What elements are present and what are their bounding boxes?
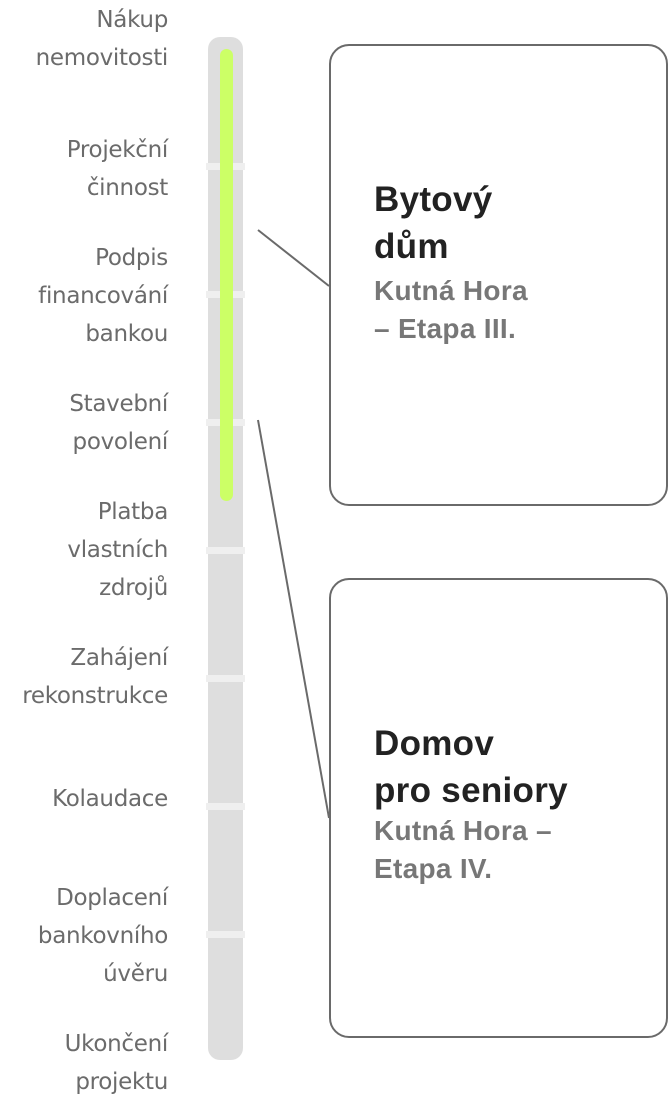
- milestone-label-loan-repayment: Doplacení bankovního úvěru: [37, 885, 168, 987]
- milestone-label-building-permit: Stavební povolení: [69, 391, 168, 455]
- timeline-tick: [206, 803, 245, 810]
- timeline-tick: [206, 931, 245, 938]
- project-card-senior-home[interactable]: Domov pro seniory Kutná Hora – Etapa IV.: [329, 578, 668, 1038]
- timeline-tick: [206, 675, 245, 682]
- milestone-label-bank-financing: Podpis financování bankou: [38, 245, 168, 347]
- milestone-label-own-funds-payment: Platba vlastních zdrojů: [67, 499, 168, 601]
- milestone-label-approval: Kolaudace: [52, 786, 168, 812]
- connector-line-card-2: [257, 419, 330, 819]
- timeline-progress-bar: [220, 49, 233, 501]
- milestone-label-reconstruction-start: Zahájení rekonstrukce: [22, 645, 168, 709]
- timeline-tick: [206, 547, 245, 554]
- project-card-title: Bytový dům: [374, 180, 493, 266]
- project-card-title: Domov pro seniory: [374, 724, 568, 810]
- milestone-label-design: Projekční činnost: [66, 137, 169, 201]
- project-card-subtitle: Kutná Hora – Etapa III.: [374, 275, 528, 344]
- milestone-label-project-end: Ukončení projektu: [64, 1031, 169, 1095]
- milestone-label-purchase: Nákup nemovitosti: [35, 7, 169, 71]
- connector-line-card-1: [257, 229, 330, 287]
- project-card-apartment-building[interactable]: Bytový dům Kutná Hora – Etapa III.: [329, 44, 668, 506]
- project-card-subtitle: Kutná Hora – Etapa IV.: [374, 815, 552, 884]
